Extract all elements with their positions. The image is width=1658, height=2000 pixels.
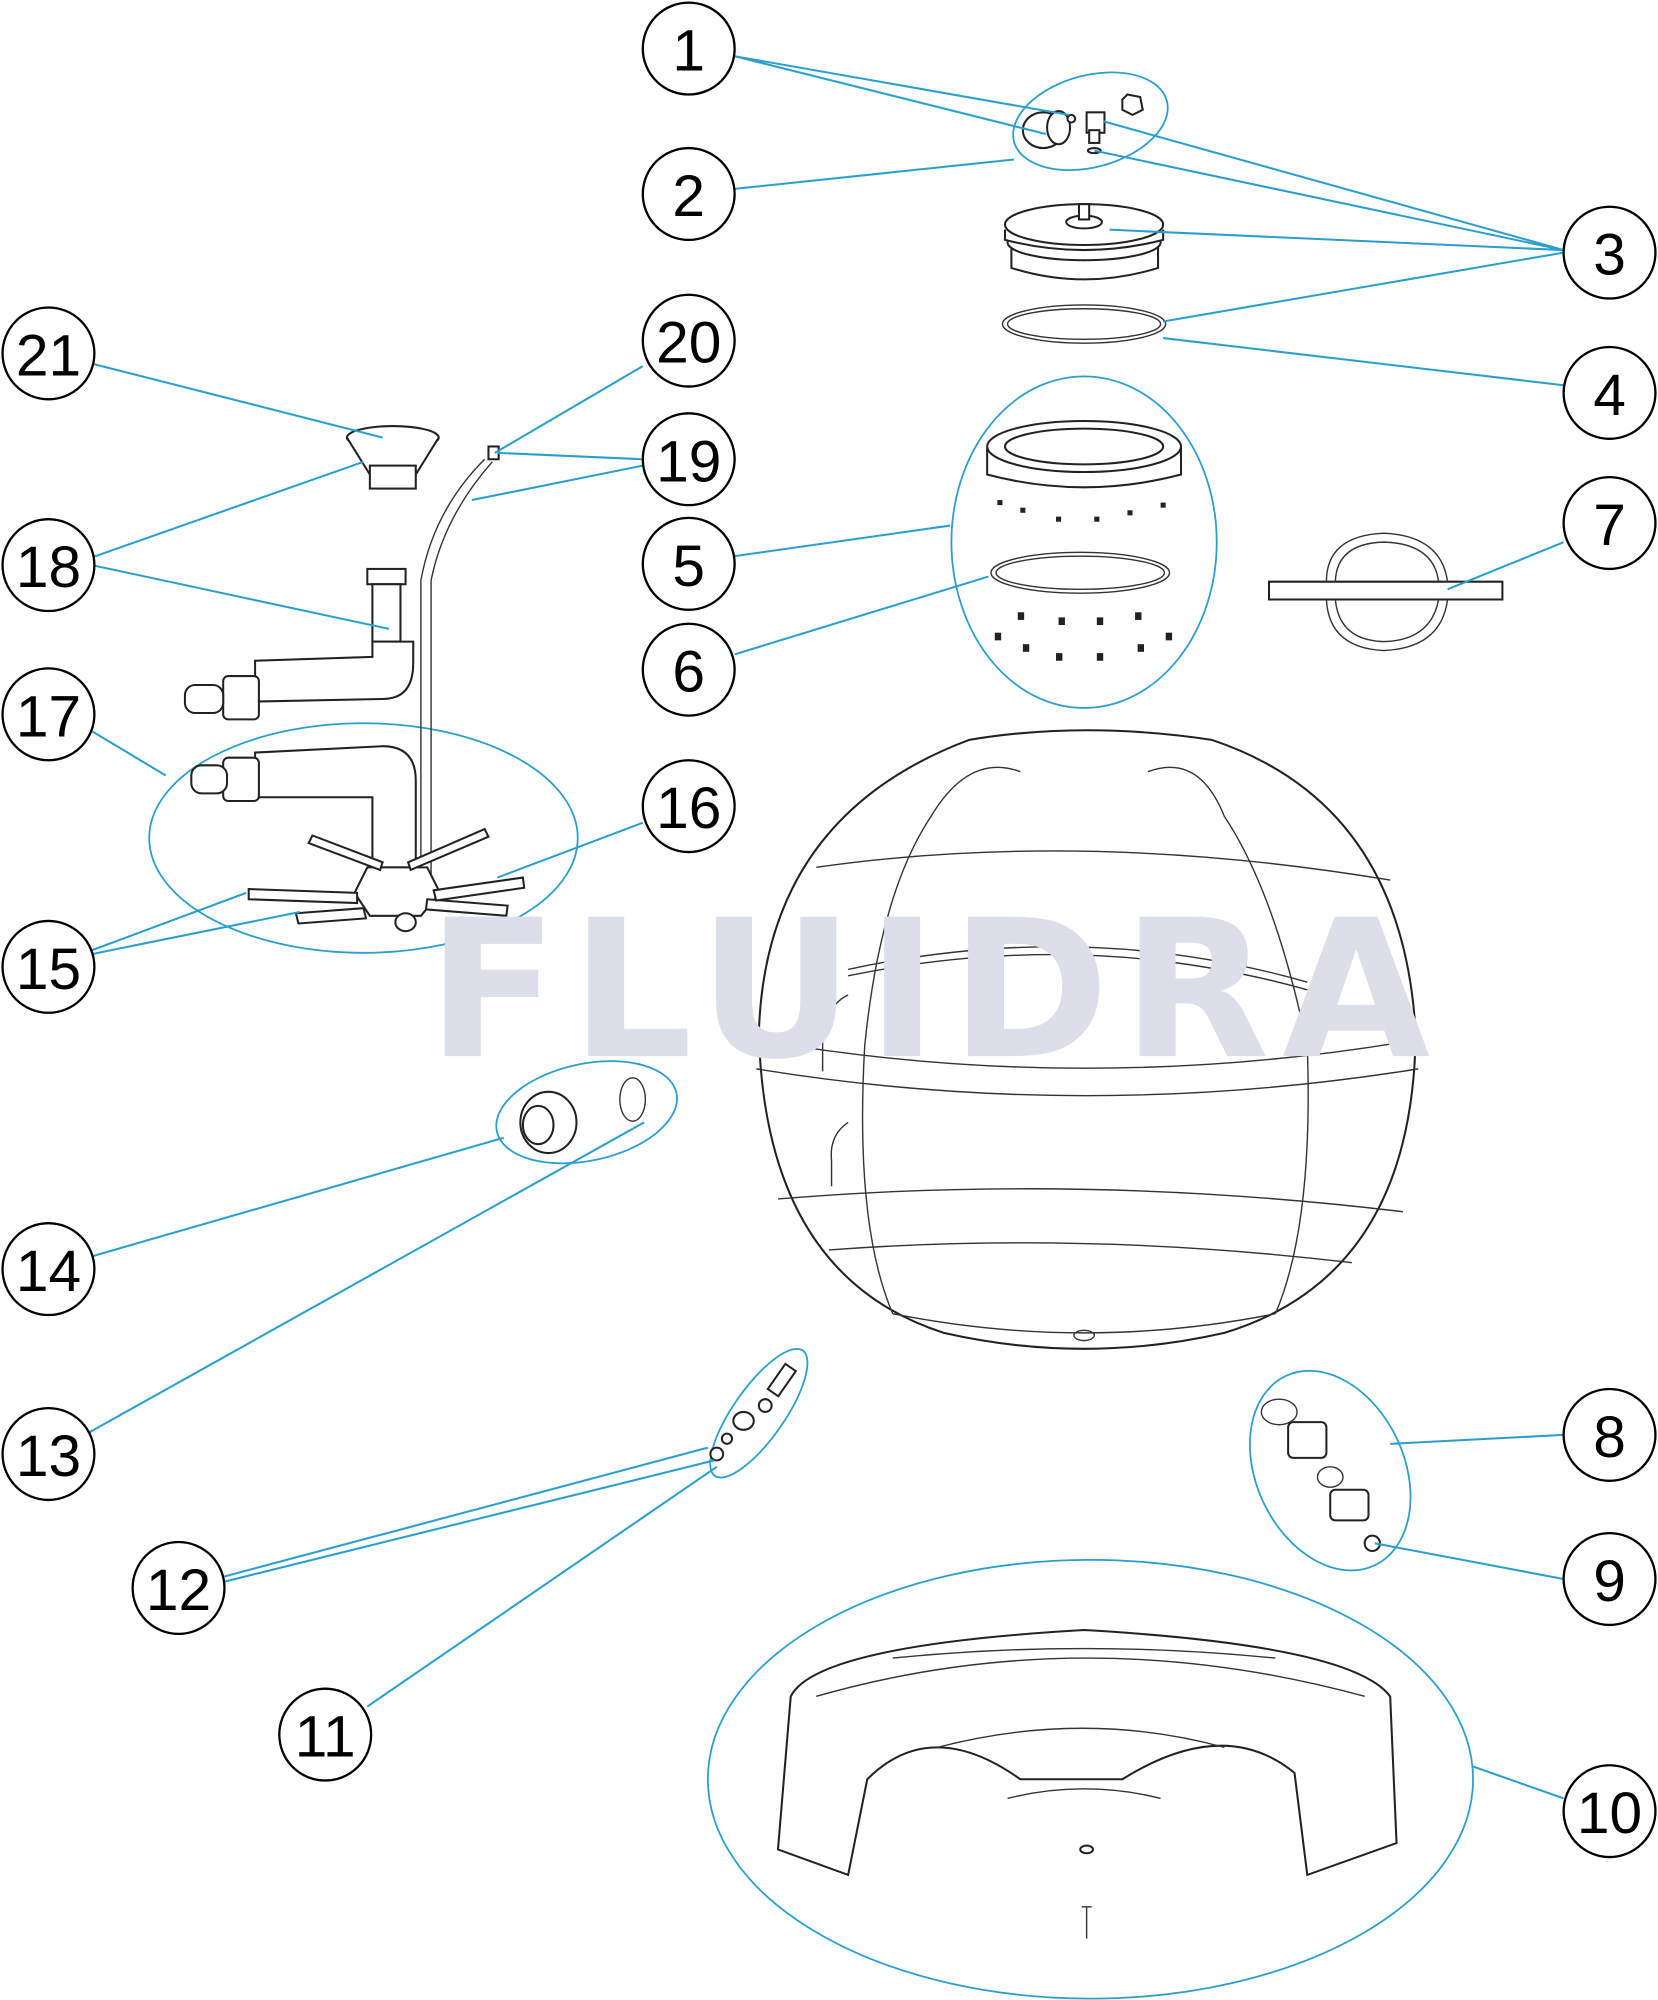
callout-number: 3 bbox=[1593, 223, 1626, 288]
group-ring-collector bbox=[148, 722, 579, 954]
part-base-stand bbox=[776, 1629, 1398, 1939]
callout-number: 20 bbox=[656, 311, 721, 376]
part-cover-fittings bbox=[1021, 93, 1144, 155]
callout-circle bbox=[1562, 1764, 1657, 1859]
part-cross-bracket bbox=[1267, 532, 1504, 652]
callout-circle bbox=[1, 667, 96, 762]
callout-circle bbox=[1, 306, 96, 401]
callout-4: 4 bbox=[1562, 345, 1657, 440]
callout-circle bbox=[641, 293, 736, 388]
callout-13: 13 bbox=[1, 1406, 96, 1502]
callout-5: 5 bbox=[641, 516, 736, 611]
callout-number: 16 bbox=[656, 776, 721, 841]
callout-17: 17 bbox=[1, 667, 96, 762]
part-collector-assembly bbox=[183, 458, 526, 933]
group-ring-screws bbox=[709, 1347, 809, 1479]
callout-11: 11 bbox=[278, 1687, 373, 1782]
callout-number: 10 bbox=[1577, 1781, 1642, 1846]
callout-14: 14 bbox=[1, 1222, 96, 1317]
callout-circle bbox=[641, 146, 736, 242]
callout-circle bbox=[1562, 345, 1657, 440]
callout-circle bbox=[1562, 475, 1657, 571]
callout-circle bbox=[1562, 205, 1657, 300]
fluidra-watermark: FLUIDRA bbox=[427, 879, 1443, 1102]
callout-7: 7 bbox=[1562, 475, 1657, 571]
callout-circle bbox=[1562, 1387, 1657, 1482]
callout-1: 1 bbox=[641, 1, 736, 96]
leader-lines bbox=[88, 55, 1565, 1800]
callout-number: 15 bbox=[16, 937, 81, 1002]
callout-10: 10 bbox=[1562, 1764, 1657, 1859]
callout-circle bbox=[641, 516, 736, 611]
group-ring-drain bbox=[1249, 1369, 1412, 1572]
group-ring-neck bbox=[950, 375, 1218, 709]
callout-number: 9 bbox=[1593, 1549, 1626, 1614]
callout-number: 6 bbox=[672, 640, 705, 705]
callout-number: 11 bbox=[295, 1705, 356, 1770]
part-lid-oring bbox=[1001, 304, 1167, 344]
callout-circle bbox=[1562, 1531, 1657, 1627]
part-drain-assembly bbox=[1260, 1398, 1381, 1552]
callout-circle bbox=[641, 1, 736, 96]
callout-number: 19 bbox=[656, 429, 721, 494]
group-ring-base bbox=[706, 1559, 1474, 2000]
callout-18: 18 bbox=[1, 518, 96, 613]
callout-number: 1 bbox=[672, 19, 705, 84]
callout-circle bbox=[1, 1406, 96, 1502]
part-neck-ring bbox=[986, 419, 1183, 661]
callout-number: 13 bbox=[16, 1424, 81, 1489]
part-neck-oring bbox=[990, 551, 1171, 594]
callout-19: 19 bbox=[641, 412, 736, 507]
callout-12: 12 bbox=[131, 1540, 226, 1636]
callout-6: 6 bbox=[641, 622, 736, 717]
callout-15: 15 bbox=[1, 919, 96, 1014]
callout-number: 17 bbox=[16, 684, 81, 749]
callout-number: 18 bbox=[16, 535, 81, 600]
part-lid bbox=[1003, 203, 1165, 281]
callout-circle bbox=[1, 1222, 96, 1317]
group-ring-cover-parts bbox=[1012, 71, 1169, 171]
callout-16: 16 bbox=[641, 759, 736, 854]
callout-2: 2 bbox=[641, 146, 736, 242]
callout-number: 21 bbox=[16, 323, 81, 388]
callout-3: 3 bbox=[1562, 205, 1657, 300]
part-air-release-tip bbox=[487, 445, 500, 461]
callout-21: 21 bbox=[1, 306, 96, 401]
callout-number: 8 bbox=[1593, 1405, 1626, 1470]
callout-number: 12 bbox=[146, 1558, 211, 1623]
part-screw-set bbox=[709, 1362, 798, 1462]
callout-9: 9 bbox=[1562, 1531, 1657, 1627]
group-rings bbox=[148, 71, 1474, 2000]
callout-number: 4 bbox=[1593, 363, 1626, 428]
callout-circle bbox=[641, 759, 736, 854]
callout-circle bbox=[131, 1540, 226, 1636]
callout-number: 2 bbox=[672, 164, 705, 229]
callout-number: 5 bbox=[672, 534, 705, 599]
group-ring-union bbox=[495, 1060, 678, 1165]
callout-number: 7 bbox=[1593, 493, 1626, 558]
callout-number: 14 bbox=[16, 1239, 81, 1304]
callout-circle bbox=[641, 412, 736, 507]
callout-circle bbox=[641, 622, 736, 717]
callout-20: 20 bbox=[641, 293, 736, 388]
part-diffuser bbox=[345, 425, 440, 490]
callout-8: 8 bbox=[1562, 1387, 1657, 1482]
callout-circle bbox=[278, 1687, 373, 1782]
callout-circle bbox=[1, 518, 96, 613]
part-tank-body bbox=[756, 729, 1419, 1350]
callout-circle bbox=[1, 919, 96, 1014]
part-union bbox=[519, 1077, 647, 1155]
